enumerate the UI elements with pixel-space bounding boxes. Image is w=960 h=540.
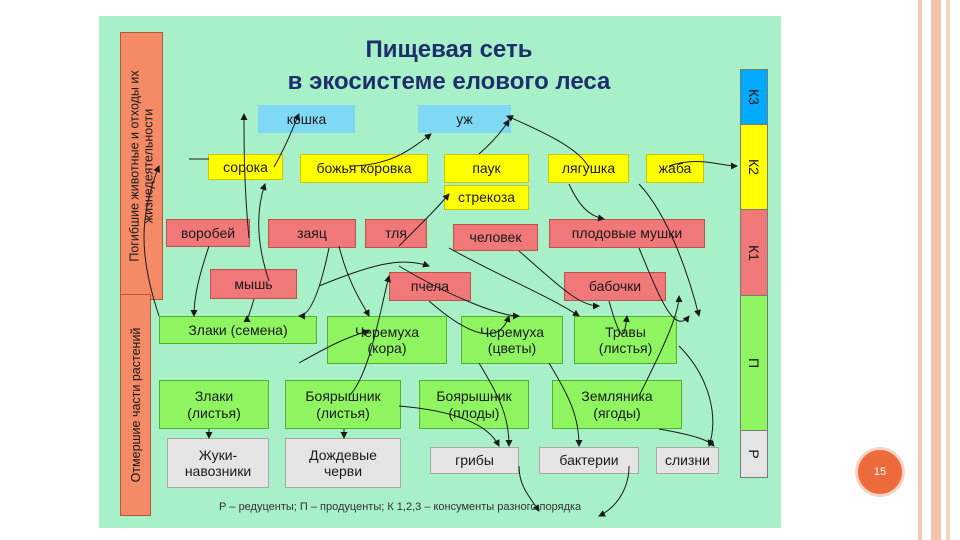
node-toad: жаба <box>646 154 704 183</box>
node-sparrow: воробей <box>166 219 250 247</box>
node-cereals-leaves: Злаки (листья) <box>159 380 269 429</box>
node-earthworms-line2: черви <box>323 463 363 479</box>
node-hawthorn-leaves-line2: (листья) <box>316 404 370 421</box>
node-hawthorn-fruits-line1: Боярышник <box>436 388 512 405</box>
node-strawberry: Земляника (ягоды) <box>552 380 682 429</box>
level-r: Р <box>740 430 768 478</box>
decor-stripe <box>946 0 950 540</box>
node-slugs: слизни <box>656 447 719 474</box>
node-hare: заяц <box>268 219 356 248</box>
node-cereals-leaves-line1: Злаки <box>194 388 234 405</box>
dead-plants-bar: Отмершие части растений <box>120 294 151 516</box>
node-strawberry-line1: Земляника <box>581 388 653 405</box>
node-ladybug: божья коровка <box>300 154 428 183</box>
node-magpie: сорока <box>208 154 283 180</box>
node-cereals-leaves-line2: (листья) <box>187 404 241 421</box>
decor-stripe <box>918 0 922 540</box>
node-cherry-flowers-line2: (цветы) <box>487 340 537 356</box>
decor-stripe <box>931 0 941 540</box>
node-bee: пчела <box>389 272 471 301</box>
node-hawthorn-fruits: Боярышник (плоды) <box>419 380 529 429</box>
level-k1-label: К1 <box>746 244 762 261</box>
node-fruit-flies: плодовые мушки <box>549 219 705 248</box>
dead-animals-label: Погибшие животные и отходы их жизнедеяте… <box>127 70 156 262</box>
node-aphid: тля <box>365 219 427 248</box>
level-k2-label: К2 <box>746 159 762 175</box>
node-cherry-bark-line1: Черемуха <box>354 323 420 340</box>
level-p-label: П <box>746 357 762 369</box>
node-dung-beetles: Жуки- навозники <box>167 438 269 488</box>
node-mouse: мышь <box>210 269 297 299</box>
node-dung-beetles-line1: Жуки- <box>198 446 238 463</box>
node-earthworms-line1: Дождевые <box>309 446 377 463</box>
node-human: человек <box>453 224 538 251</box>
title-line-2: в экосистеме елового леса <box>287 68 611 95</box>
node-cherry-bark-line2: (кора) <box>367 340 407 356</box>
node-strawberry-line2: (ягоды) <box>593 404 641 421</box>
node-snake: уж <box>418 105 511 133</box>
level-k3: К3 <box>740 69 768 125</box>
node-hawthorn-leaves-line1: Боярышник <box>305 388 381 405</box>
title-line-1: Пищевая сеть <box>365 36 533 63</box>
food-web-diagram: Пищевая сеть в экосистеме елового леса П… <box>99 16 781 528</box>
level-k3-label: К3 <box>746 89 762 105</box>
node-frog: лягушка <box>548 154 629 183</box>
level-k1: К1 <box>740 209 768 296</box>
node-bacteria: бактерии <box>539 447 639 474</box>
dead-animals-bar: Погибшие животные и отходы их жизнедеяте… <box>120 32 163 300</box>
node-hawthorn-leaves: Боярышник (листья) <box>285 380 401 429</box>
node-grass-leaves-line2: (листья) <box>598 340 653 356</box>
node-cherry-flowers: Черемуха (цветы) <box>461 316 563 364</box>
level-r-label: Р <box>746 449 762 459</box>
node-cherry-flowers-line1: Черемуха <box>479 323 545 340</box>
node-cherry-bark: Черемуха (кора) <box>327 316 447 364</box>
node-dung-beetles-line2: навозники <box>184 463 252 479</box>
level-k2: К2 <box>740 124 768 210</box>
page-number-badge: 15 <box>858 450 902 494</box>
node-grass-leaves-line1: Травы <box>605 323 646 340</box>
node-hawthorn-fruits-line2: (плоды) <box>448 404 500 421</box>
node-cereals-seeds: Злаки (семена) <box>159 316 317 344</box>
node-dragonfly: стрекоза <box>444 185 529 210</box>
node-cat: кошка <box>258 105 355 133</box>
node-grass-leaves: Травы (листья) <box>574 316 677 364</box>
dead-plants-label: Отмершие части растений <box>128 327 143 483</box>
node-earthworms: Дождевые черви <box>285 438 401 488</box>
legend-text: Р – редуценты; П – продуценты; К 1,2,3 –… <box>219 501 582 513</box>
node-butterflies: бабочки <box>564 272 666 301</box>
level-p: П <box>740 295 768 431</box>
node-fungi: грибы <box>430 447 519 474</box>
node-spider: паук <box>444 154 529 183</box>
